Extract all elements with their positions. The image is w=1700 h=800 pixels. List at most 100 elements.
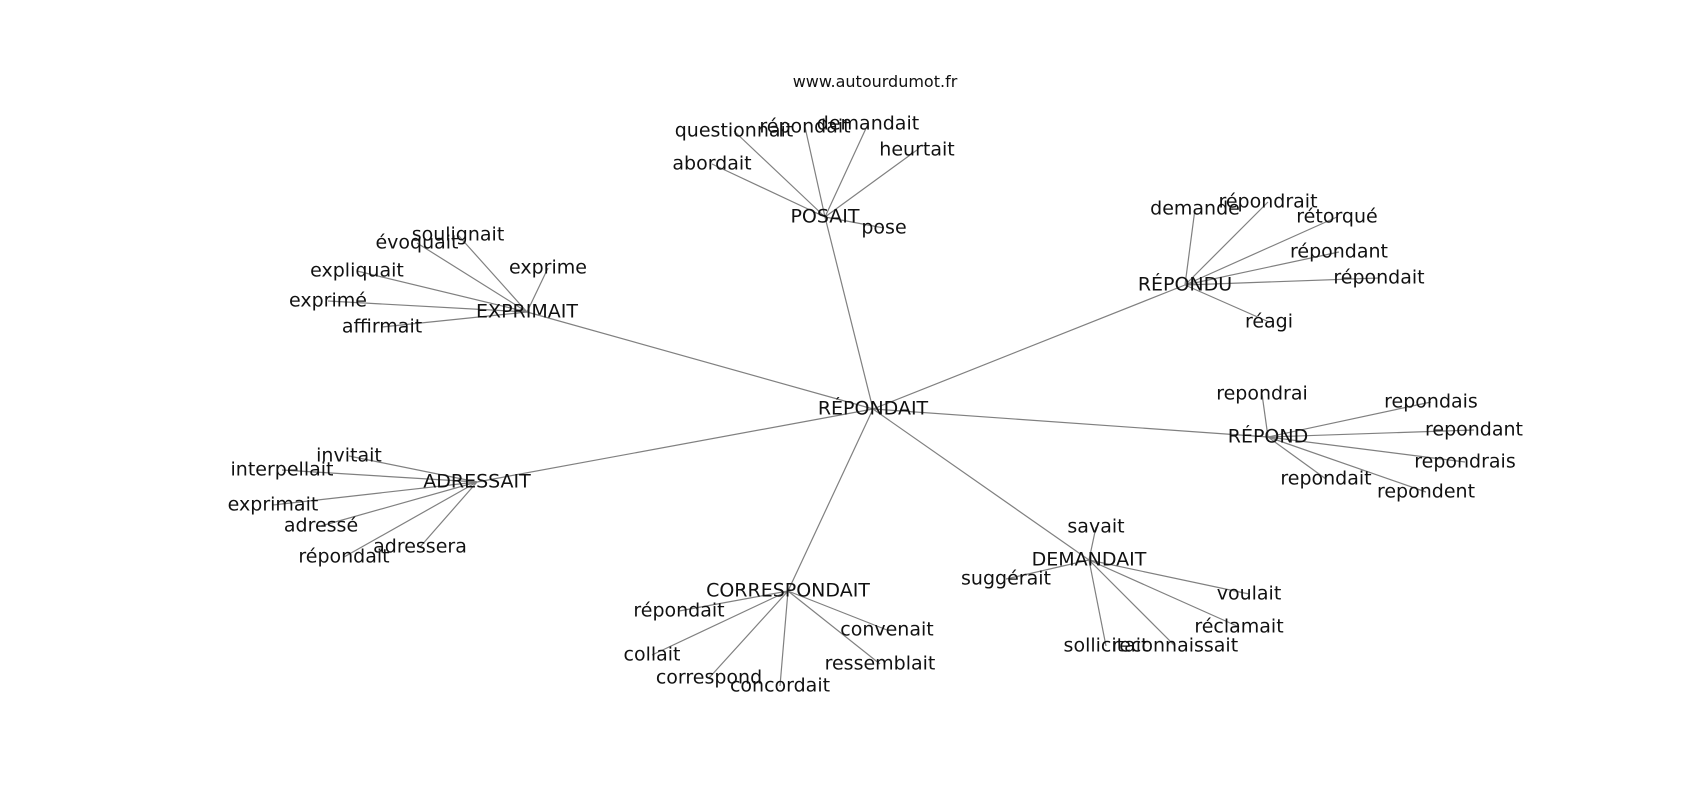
center-node-label: RÉPONDAIT	[818, 397, 929, 420]
edge-hub-to-word	[1184, 284, 1270, 323]
word-node-label: suggérait	[961, 568, 1051, 590]
word-node-label: invitait	[316, 445, 382, 467]
hub-node-label: RÉPOND	[1228, 425, 1308, 448]
word-node-label: repondait	[1280, 468, 1371, 490]
edge-hub-to-word	[1267, 436, 1466, 463]
word-node-label: répondrait	[1218, 191, 1317, 213]
word-node-label: convenait	[840, 619, 933, 641]
edge-center-to-hub	[787, 408, 874, 592]
word-node-label: repondais	[1384, 391, 1478, 413]
edge-center-to-hub	[476, 408, 874, 483]
edge-center-to-hub	[526, 311, 874, 410]
word-node-label: correspond	[656, 667, 762, 689]
edge-hub-to-word	[787, 590, 881, 665]
graph-labels: RÉPONDAITPOSAITquestionnaitrépondaitdema…	[228, 113, 1523, 697]
edge-hub-to-word	[1088, 559, 1176, 647]
word-node-label: collait	[624, 644, 681, 666]
word-node-label: questionnait	[675, 120, 794, 142]
word-node-label: rétorqué	[1296, 206, 1377, 228]
word-node-label: répondait	[633, 600, 724, 622]
word-node-label: pose	[861, 217, 906, 239]
edge-hub-to-word	[1267, 436, 1427, 493]
word-node-label: abordait	[672, 153, 751, 175]
edge-hub-to-word	[1088, 559, 1107, 647]
edge-hub-to-word	[1184, 251, 1340, 286]
word-node-label: repondrai	[1216, 383, 1308, 405]
word-node-label: réagi	[1245, 311, 1293, 333]
edge-hub-to-word	[1005, 559, 1090, 580]
word-node-label: adressé	[284, 515, 358, 537]
edge-hub-to-word	[1267, 401, 1432, 438]
edge-hub-to-word	[804, 126, 826, 218]
edge-hub-to-word	[651, 590, 789, 656]
edge-hub-to-word	[1088, 559, 1240, 628]
word-node-label: repondent	[1377, 481, 1475, 503]
edge-hub-to-word	[824, 216, 885, 229]
edge-hub-to-word	[787, 590, 888, 631]
word-node-label: sollicitait	[1064, 635, 1149, 657]
word-node-label: réclamait	[1194, 616, 1283, 638]
graph-edges	[272, 123, 1475, 687]
word-node-label: repondrais	[1414, 451, 1516, 473]
word-node-label: adressera	[373, 536, 467, 558]
edge-hub-to-word	[526, 267, 549, 313]
edge-center-to-hub	[824, 216, 874, 410]
word-node-label: exprime	[509, 257, 587, 279]
edge-hub-to-word	[824, 123, 869, 218]
edge-hub-to-word	[824, 149, 918, 218]
edge-hub-to-word	[1184, 216, 1338, 286]
word-node-label: heurtait	[879, 139, 954, 161]
word-node-label: exprimé	[289, 290, 367, 312]
word-node-label: reconnaissait	[1112, 635, 1238, 657]
edge-hub-to-word	[678, 590, 789, 612]
word-node-label: ressemblait	[825, 653, 936, 675]
edge-hub-to-word	[733, 130, 826, 218]
edge-hub-to-word	[1267, 429, 1475, 438]
word-node-label: répondait	[759, 116, 850, 138]
edge-hub-to-word	[1267, 436, 1327, 480]
word-node-label: exprimait	[228, 494, 319, 516]
edge-hub-to-word	[457, 234, 528, 313]
edge-hub-to-word	[381, 311, 528, 328]
edge-hub-to-word	[320, 481, 478, 527]
hub-node-label: RÉPONDU	[1138, 273, 1232, 296]
edge-hub-to-word	[1184, 277, 1380, 286]
edge-hub-to-word	[272, 481, 478, 506]
edge-hub-to-word	[419, 481, 478, 548]
hub-node-label: POSAIT	[790, 206, 859, 228]
word-node-label: demandait	[817, 113, 919, 135]
edge-center-to-hub	[872, 408, 1269, 438]
word-node-label: interpellait	[231, 459, 334, 481]
edge-hub-to-word	[281, 469, 478, 483]
hub-node-label: ADRESSAIT	[423, 471, 531, 493]
word-node-label: savait	[1067, 516, 1124, 538]
edge-hub-to-word	[356, 270, 528, 313]
word-node-label: soulignait	[412, 224, 505, 246]
edge-hub-to-word	[708, 590, 789, 679]
edge-center-to-hub	[872, 408, 1090, 561]
edge-hub-to-word	[1088, 559, 1250, 595]
word-node-label: évoquait	[375, 232, 458, 254]
edge-hub-to-word	[348, 455, 478, 483]
word-node-label: demande	[1150, 198, 1240, 220]
edge-hub-to-word	[1261, 393, 1269, 438]
word-node-label: répondait	[1333, 267, 1424, 289]
hub-node-label: CORRESPONDAIT	[706, 580, 870, 602]
word-node-label: voulait	[1217, 583, 1282, 605]
word-node-label: expliquait	[310, 260, 404, 282]
edge-hub-to-word	[1184, 201, 1269, 286]
edge-hub-to-word	[343, 481, 478, 558]
word-node-label: repondant	[1425, 419, 1523, 441]
edge-hub-to-word	[416, 242, 528, 313]
word-node-label: concordait	[730, 675, 830, 697]
edge-hub-to-word	[1184, 208, 1196, 286]
word-node-label: répondant	[1290, 241, 1388, 263]
edge-center-to-hub	[872, 284, 1186, 410]
hub-node-label: EXPRIMAIT	[476, 301, 578, 323]
edge-hub-to-word	[327, 300, 528, 313]
edge-hub-to-word	[1088, 526, 1097, 561]
hub-node-label: DEMANDAIT	[1032, 549, 1147, 571]
edge-hub-to-word	[711, 163, 826, 218]
